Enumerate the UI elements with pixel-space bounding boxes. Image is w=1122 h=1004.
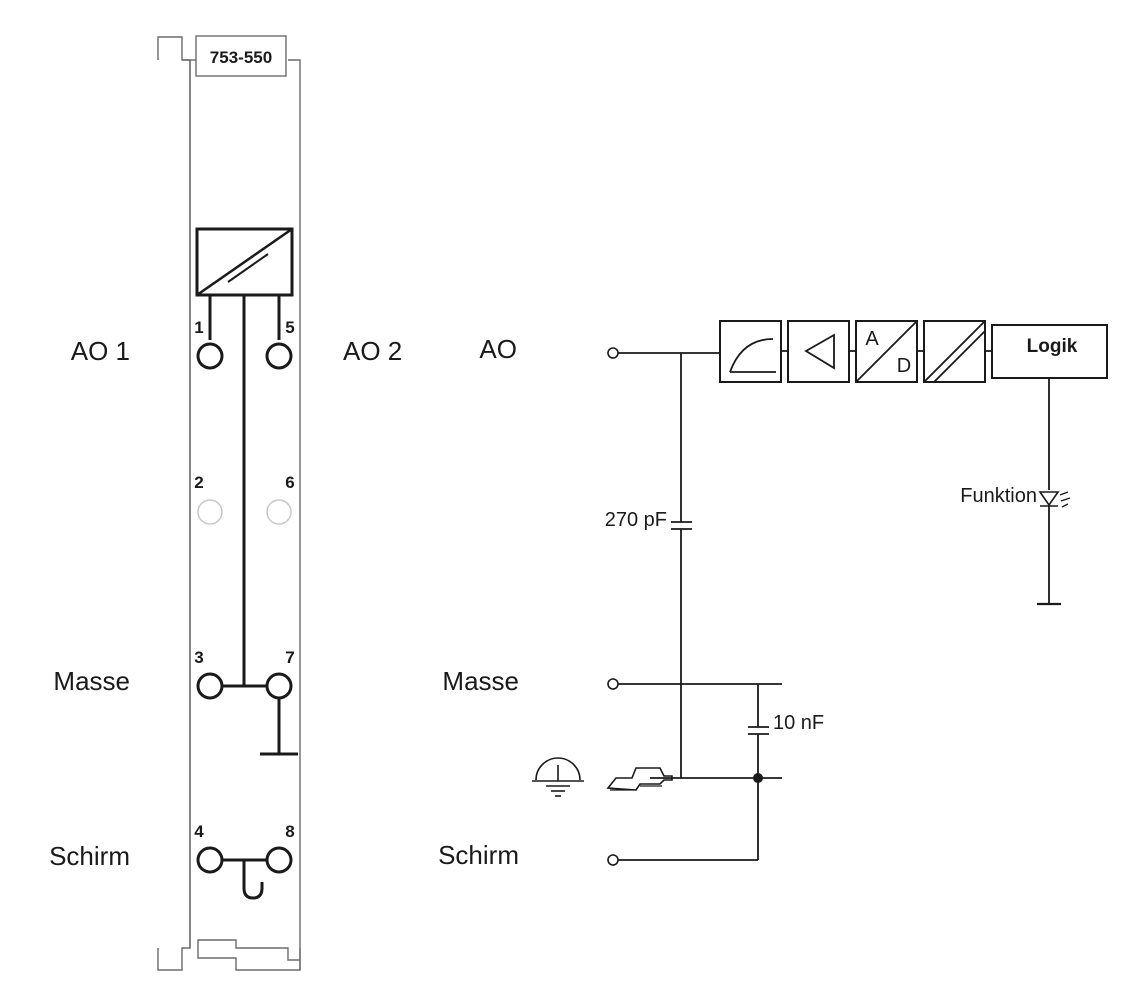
terminal-number-4: 4 — [194, 822, 204, 841]
led-emission-icon — [1059, 491, 1071, 508]
terminal-schirm-4[interactable] — [196, 846, 224, 874]
label-ao-schematic: AO — [479, 334, 517, 364]
schirm-bridge — [222, 858, 267, 900]
converter-symbol — [195, 227, 294, 686]
terminal-2 — [197, 499, 223, 525]
capacitor-10nf-label: 10 nF — [773, 712, 824, 734]
ao-signal-line — [607, 347, 720, 778]
terminal-number-3: 3 — [194, 648, 203, 667]
logik-label: Logik — [1027, 336, 1078, 357]
ad-label-a: A — [865, 328, 879, 350]
label-ao2: AO 2 — [343, 336, 402, 366]
status-led-branch — [1037, 378, 1061, 606]
terminal-ao2[interactable] — [265, 342, 293, 370]
masse-bridge — [222, 684, 298, 756]
terminal-ao1[interactable] — [196, 342, 224, 370]
label-masse-module: Masse — [53, 666, 130, 696]
terminal-number-7: 7 — [285, 648, 294, 667]
capacitor-270pf-label: 270 pF — [605, 509, 667, 531]
terminal-masse-3[interactable] — [196, 672, 224, 700]
protective-earth-icon — [532, 757, 584, 797]
terminal-6 — [266, 499, 292, 525]
terminal-number-5: 5 — [285, 318, 294, 337]
ad-converter-block: A D — [855, 320, 918, 383]
led-label-funktion: Funktion — [960, 485, 1037, 507]
din-rail-icon — [606, 767, 673, 791]
terminal-schirm-8[interactable] — [265, 846, 293, 874]
module-housing — [157, 36, 301, 971]
part-number: 753-550 — [210, 48, 272, 67]
masse-line — [607, 678, 782, 860]
terminal-number-2: 2 — [194, 473, 203, 492]
terminal-number-1: 1 — [194, 318, 203, 337]
amplifier-block — [787, 320, 850, 383]
ad-label-d: D — [897, 355, 911, 377]
terminal-masse-7[interactable] — [265, 672, 293, 700]
din-rail-ground-line — [650, 773, 782, 783]
label-schirm-schematic: Schirm — [438, 840, 519, 870]
part-number-label: 753-550 — [195, 35, 287, 77]
isolation-block — [923, 320, 986, 383]
label-masse-schematic: Masse — [442, 666, 519, 696]
label-schirm-module: Schirm — [49, 841, 130, 871]
schirm-line — [607, 854, 758, 866]
filter-block — [719, 320, 782, 383]
terminal-number-8: 8 — [285, 822, 294, 841]
logic-block: Logik — [991, 324, 1108, 379]
label-ao1: AO 1 — [71, 336, 130, 366]
terminal-number-6: 6 — [285, 473, 294, 492]
